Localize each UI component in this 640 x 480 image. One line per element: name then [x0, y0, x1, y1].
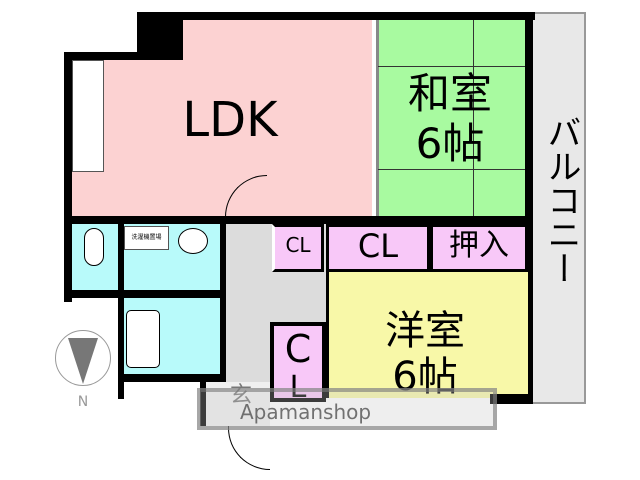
- washitsu-name: 和室: [407, 69, 492, 118]
- ldk-room: [72, 60, 372, 216]
- youshitsu-name: 洋室: [385, 308, 465, 354]
- tatami-lines: [378, 66, 525, 170]
- toilet-icon: [84, 228, 104, 266]
- compass-needle-icon: [68, 338, 98, 384]
- youshitsu-room: [326, 272, 528, 398]
- wall: [137, 12, 535, 20]
- watermark: Apamanshop: [240, 400, 372, 424]
- wall: [525, 12, 533, 404]
- washitsu-size: 6帖: [415, 119, 485, 168]
- closet-vertical-c: C: [284, 327, 312, 371]
- sink-icon: [178, 228, 208, 254]
- closet-vertical-l: L: [289, 370, 307, 405]
- closet-large-label: CL: [357, 227, 399, 265]
- wall: [64, 52, 72, 302]
- washer-label: 洗濯機置場: [131, 234, 162, 241]
- closet-large: [326, 224, 430, 272]
- wall: [118, 224, 124, 399]
- washitsu-room: [376, 20, 525, 216]
- tatami-lines: [473, 20, 474, 216]
- wall: [64, 290, 228, 298]
- closet-small-label: CL: [285, 233, 311, 257]
- ldk-room: [183, 20, 372, 60]
- wall: [490, 394, 533, 404]
- balcony-label: バルコニー: [541, 115, 581, 285]
- wall: [118, 374, 228, 382]
- compass: [55, 330, 111, 386]
- wall: [64, 52, 184, 60]
- bathtub-icon: [126, 310, 160, 368]
- washer-space: [124, 226, 169, 250]
- wall: [64, 216, 533, 224]
- wall: [220, 224, 226, 382]
- entrance-door-swing: [228, 426, 270, 470]
- closet-small: [272, 224, 324, 272]
- oshiire-label: 押入: [449, 228, 509, 263]
- ldk-label: LDK: [182, 92, 278, 148]
- watermark-box: [197, 388, 497, 430]
- kitchen-counter: [72, 60, 104, 172]
- oshiire: [430, 224, 528, 272]
- compass-north-label: N: [77, 394, 89, 410]
